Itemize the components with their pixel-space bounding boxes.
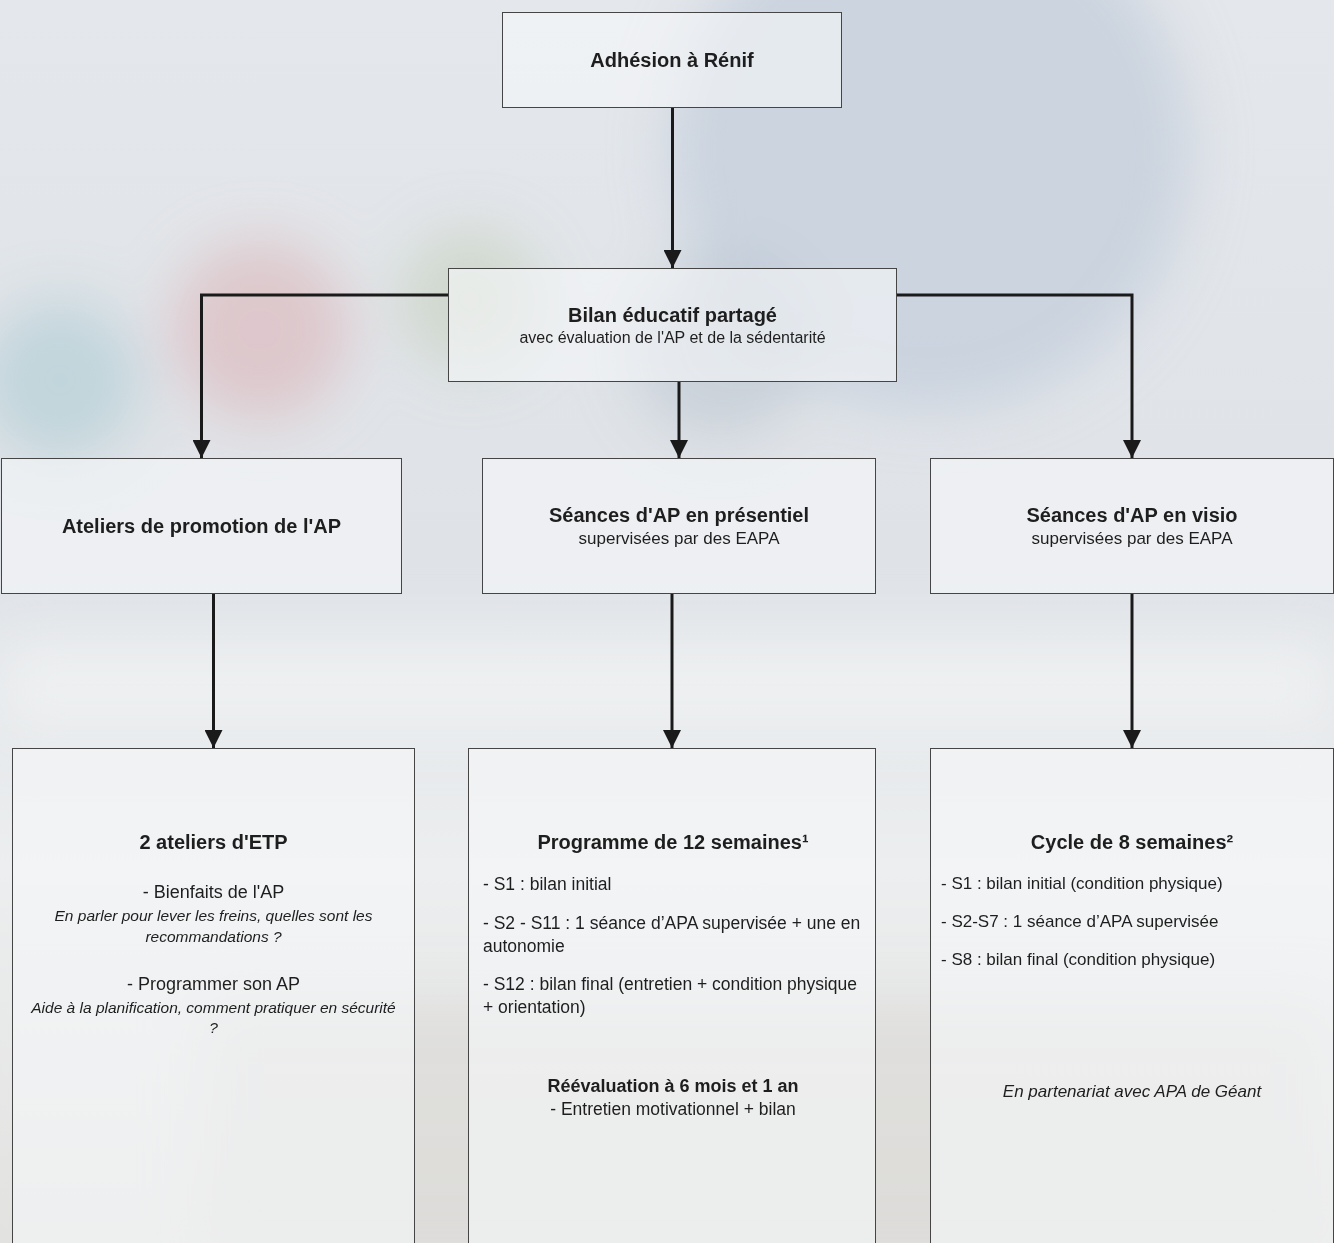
box-text: - S2-S7 : 1 séance d’APA supervisée (941, 911, 1323, 933)
box-heading: Séances d'AP en visio (943, 502, 1321, 528)
box-text: supervisées par des EAPA (495, 528, 863, 550)
box-text: - S2 - S11 : 1 séance d’APA supervisée +… (483, 912, 863, 958)
flow-arrow (212, 594, 215, 748)
process-box: Bilan éducatif partagéavec évaluation de… (448, 268, 897, 382)
box-text: - Bienfaits de l'AP (27, 881, 400, 904)
floor-light (0, 640, 1334, 730)
box-heading: Séances d'AP en présentiel (495, 502, 863, 528)
box-text: Réévaluation à 6 mois et 1 an (483, 1075, 863, 1098)
kettlebell (170, 240, 350, 420)
box-text: - S8 : bilan final (condition physique) (941, 949, 1323, 971)
flow-arrow (671, 108, 674, 268)
detail-box: 2 ateliers d'ETP - Bienfaits de l'APEn pa… (12, 748, 415, 1243)
flow-arrow (678, 382, 681, 458)
detail-box: Cycle de 8 semaines² - S1 : bilan initial… (930, 748, 1334, 1243)
branch-box: Séances d'AP en présentielsupervisées pa… (482, 458, 876, 594)
box-text: - S1 : bilan initial (condition physique… (941, 873, 1323, 895)
process-box: Adhésion à Rénif (502, 12, 842, 108)
box-heading: Ateliers de promotion de l'AP (14, 513, 389, 539)
box-text: - Entretien motivationnel + bilan (483, 1098, 863, 1121)
branch-box: Ateliers de promotion de l'AP (1, 458, 402, 594)
box-heading: 2 ateliers d'ETP (27, 829, 400, 855)
detail-box: Programme de 12 semaines¹ - S1 : bilan in… (468, 748, 876, 1243)
box-heading: Bilan éducatif partagé (459, 302, 886, 328)
box-text: - S12 : bilan final (entretien + conditi… (483, 973, 863, 1019)
box-heading: Adhésion à Rénif (515, 47, 829, 73)
box-text: - S1 : bilan initial (483, 873, 863, 896)
box-text: avec évaluation de l'AP et de la sédenta… (459, 328, 886, 349)
box-text: En parler pour lever les freins, quelles… (27, 906, 400, 946)
box-text: En partenariat avec APA de Géant (941, 1081, 1323, 1103)
flow-arrow (202, 295, 449, 458)
flow-arrow (897, 295, 1132, 458)
box-heading: Cycle de 8 semaines² (941, 829, 1323, 855)
box-text: Aide à la planification, comment pratiqu… (27, 998, 400, 1038)
box-text: - Programmer son AP (27, 973, 400, 996)
box-heading: Programme de 12 semaines¹ (483, 829, 863, 855)
kettlebell (0, 300, 140, 460)
flow-arrow (671, 594, 674, 748)
branch-box: Séances d'AP en visiosupervisées par des… (930, 458, 1334, 594)
flow-arrow (1131, 594, 1134, 748)
box-text: supervisées par des EAPA (943, 528, 1321, 550)
